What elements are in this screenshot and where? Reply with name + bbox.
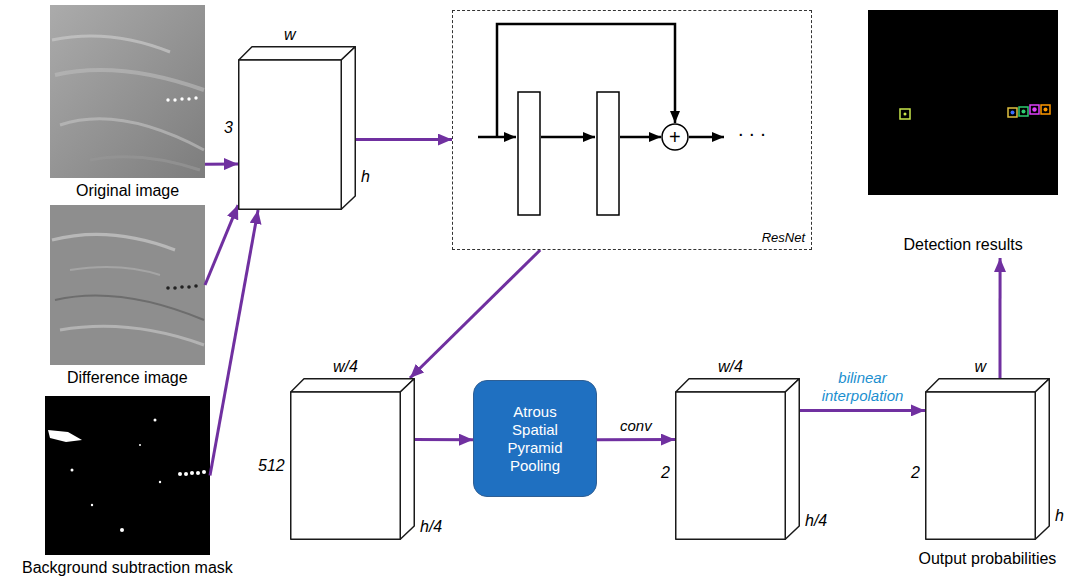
cuboid-front [291,392,401,539]
cuboid-top [926,379,1050,392]
cuboid-shape [290,378,415,540]
dimension-label: h [1055,507,1064,525]
dimension-label: h [361,168,370,186]
cuboid-front [239,60,342,209]
arrow-connector [410,250,540,378]
cuboid-top [676,379,800,392]
cuboid-shape [238,46,356,210]
cuboid-shape [675,378,800,540]
ellipsis: . . . [738,119,766,139]
tensor-cuboid: w3h [238,46,356,210]
cuboid-shape [925,378,1050,540]
caption: Detection results [904,236,1023,254]
cuboid-side [400,379,414,540]
image-node: Original image [50,5,205,178]
residual-block [478,24,724,215]
image-node: Background subtraction mask [45,396,210,555]
arrow-connector [210,210,258,476]
tensor-cuboid: w/42h/4 [675,378,800,540]
cuboid-top [239,47,356,60]
caption: Difference image [67,369,188,387]
arrow-connector [205,163,238,166]
dimension-label: w/4 [333,358,358,376]
edge-label: conv [620,417,652,434]
cuboid-side [1035,379,1049,540]
caption: Original image [76,182,179,200]
cuboid-side [341,47,355,210]
block-title: ResNet [762,231,805,246]
original-image [50,5,205,178]
dimension-label: 2 [911,464,920,482]
cuboid-front [926,392,1036,539]
arrow-connector [999,258,1002,378]
dimension-label: w/4 [718,358,743,376]
mask-image [45,396,210,555]
arrow-connector [205,205,238,285]
image-node: Detection results [868,10,1058,258]
sum-symbol: + [669,127,681,147]
dimension-label: 512 [258,457,285,475]
detection-image [868,10,1058,195]
dimension-label: w [975,358,987,376]
arrow-connector [356,138,452,141]
cuboid-side [785,379,799,540]
dimension-label: 2 [661,464,670,482]
cuboid-top [291,379,415,392]
dimension-label: 3 [224,119,233,137]
tensor-cuboid: w2hOutput probabilities [925,378,1050,540]
edge-label: bilinear interpolation [813,369,913,404]
image-node: Difference image [50,205,205,365]
dimension-label: h/4 [420,518,442,536]
process-box: Atrous Spatial Pyramid Pooling [473,380,597,497]
box-text: Atrous Spatial Pyramid Pooling [493,403,577,475]
arrow-connector [415,438,473,441]
dimension-label: w [284,26,296,44]
caption: Background subtraction mask [22,559,233,577]
difference-image [50,205,205,365]
arrow-connector [597,438,675,441]
dimension-label: h/4 [805,512,827,530]
arrow-connector [800,409,925,412]
caption: Output probabilities [919,550,1057,568]
cuboid-front [676,392,786,539]
tensor-cuboid: w/4512h/4 [290,378,415,540]
